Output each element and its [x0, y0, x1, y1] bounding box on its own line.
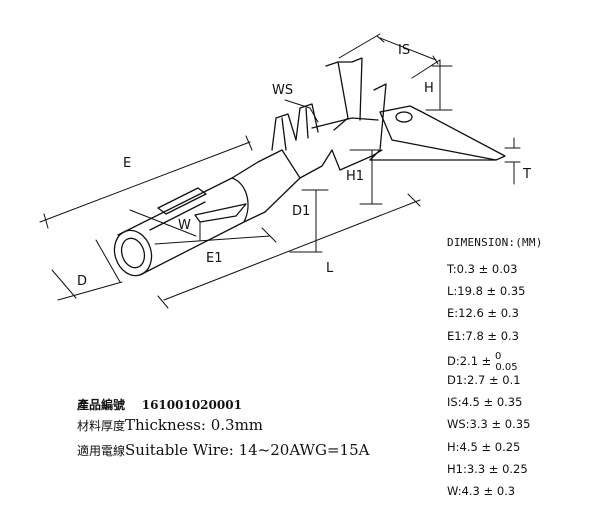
spec-value: 7.8 ± 0.3: [465, 328, 519, 343]
thickness-value: Thickness: 0.3mm: [125, 416, 264, 434]
spec-row-ws: WS:3.3 ± 0.35: [447, 417, 531, 432]
spec-key: H1: [447, 461, 463, 476]
wire-line: 適用電線Suitable Wire: 14~20AWG=15A: [77, 441, 369, 459]
terminal-outline: [113, 57, 506, 277]
spec-table-title: DIMENSION:(MM): [447, 236, 543, 249]
spec-value: 0.3 ± 0.03: [456, 262, 518, 276]
label-d1: D1: [292, 204, 310, 219]
spec-key: IS: [447, 395, 458, 410]
spec-value: 3.3 ± 0.35: [469, 417, 531, 432]
label-h1: H1: [346, 169, 364, 184]
spec-key: L: [447, 284, 454, 299]
dimension-labels: IS H WS T E H1 D1 W E1 L D: [77, 43, 531, 289]
label-d: D: [77, 274, 87, 289]
spec-value: 19.8 ± 0.35: [457, 284, 526, 299]
spec-row-d: D:2.1 ± 00.05: [447, 350, 518, 373]
part-number-label: 產品編號: [77, 398, 126, 412]
spec-value: 4.3 ± 0.3: [461, 484, 516, 498]
wire-value: Suitable Wire: 14~20AWG=15A: [125, 441, 370, 459]
spec-value: 12.6 ± 0.3: [458, 306, 519, 321]
thickness-line: 材料厚度Thickness: 0.3mm: [77, 416, 263, 434]
label-l: L: [326, 261, 334, 276]
spec-tol-plus: 0: [494, 350, 502, 362]
label-h: H: [424, 81, 434, 96]
part-number-line: 產品編號 161001020001: [77, 396, 242, 413]
spec-row-l: L:19.8 ± 0.35: [447, 284, 526, 299]
label-is: IS: [398, 43, 410, 58]
spec-key: E1: [447, 328, 462, 343]
spec-value: 4.5 ± 0.35: [461, 395, 523, 410]
part-number-value: 161001020001: [141, 398, 242, 412]
dimension-lines: [39, 33, 521, 309]
label-e: E: [123, 156, 131, 171]
spec-key: H: [447, 439, 456, 454]
spec-key: W: [447, 484, 458, 498]
spec-row-is: IS:4.5 ± 0.35: [447, 395, 523, 410]
spec-row-h1: H1:3.3 ± 0.25: [447, 461, 528, 476]
spec-value: 2.1: [459, 353, 479, 368]
spec-row-d1: D1:2.7 ± 0.1: [447, 373, 521, 387]
label-t: T: [522, 167, 531, 182]
spec-row-w: W:4.3 ± 0.3: [447, 484, 516, 498]
wire-label: 適用電線: [77, 444, 126, 458]
spec-row-e1: E1:7.8 ± 0.3: [447, 328, 519, 343]
label-ws: WS: [272, 83, 293, 98]
label-w: W: [178, 218, 191, 233]
spec-row-h: H:4.5 ± 0.25: [447, 439, 521, 454]
spec-key: WS: [447, 417, 466, 432]
spec-key: T: [447, 262, 453, 276]
spec-row-e: E:12.6 ± 0.3: [447, 306, 519, 321]
spec-key: D: [447, 353, 456, 368]
label-e1: E1: [206, 251, 223, 266]
thickness-label: 材料厚度: [77, 419, 126, 433]
spec-row-t: T:0.3 ± 0.03: [447, 262, 518, 276]
spec-value: 3.3 ± 0.25: [466, 461, 528, 476]
spec-key: E: [447, 306, 455, 321]
spec-value: 4.5 ± 0.25: [459, 439, 521, 454]
spec-tol-minus: 0.05: [495, 361, 518, 373]
spec-key: D1: [447, 373, 464, 387]
spec-value: 2.7 ± 0.1: [467, 373, 521, 387]
